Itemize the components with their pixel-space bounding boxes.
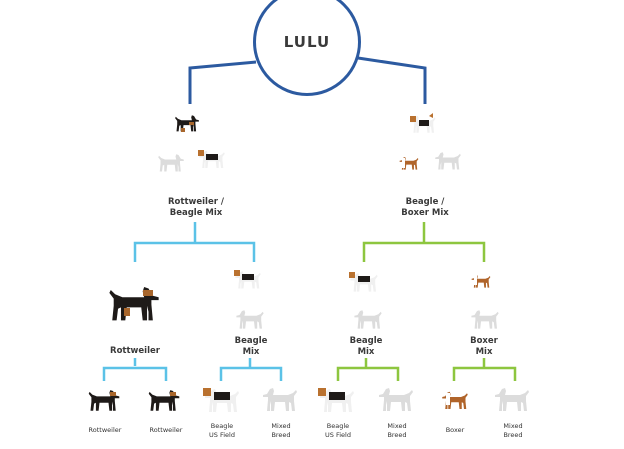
left-parent-label: Rottweiler / Beagle Mix <box>168 197 224 219</box>
placeholder-dog-icon-l3-2 <box>379 388 413 411</box>
rottweiler-icon-l3-1 <box>88 390 120 411</box>
boxer-grandparent-icon-right <box>399 156 419 170</box>
boxer-icon-l2 <box>471 274 491 288</box>
left-bracket <box>102 222 283 381</box>
boxer-mix-label: Boxer Mix <box>470 336 498 358</box>
mixed-breed-label-2: Mixed Breed <box>387 422 407 439</box>
placeholder-dog-icon-left <box>158 154 184 172</box>
root-node: LULU <box>253 0 361 96</box>
boxer-label-l3: Boxer <box>445 426 465 434</box>
placeholder-dog-icon-l3-1 <box>263 388 297 411</box>
beagle-grandparent-icon-left <box>198 150 225 168</box>
rottweiler-label-l3-1: Rottweiler <box>88 426 122 434</box>
mixed-breed-label-1: Mixed Breed <box>271 422 291 439</box>
placeholder-dog-icon-right <box>435 152 461 170</box>
beagle-icon-l2-left <box>234 270 261 289</box>
root-name: LULU <box>283 33 331 51</box>
rottweiler-label: Rottweiler <box>110 346 160 356</box>
placeholder-dog-icon-l2-right <box>354 310 382 329</box>
beagle-mix-label-right: Beagle Mix <box>349 336 383 358</box>
right-parent-label: Beagle / Boxer Mix <box>401 197 449 219</box>
rottweiler-label-l3-2: Rottweiler <box>149 426 183 434</box>
beagle-us-field-label-2: Beagle US Field <box>325 422 351 439</box>
placeholder-dog-icon-l3-3 <box>495 388 529 411</box>
placeholder-dog-icon-l2-left <box>236 310 264 329</box>
beagle-icon-l3-1 <box>203 388 239 412</box>
beagle-mix-label-left: Beagle Mix <box>234 336 268 358</box>
rottweiler-large-icon <box>109 287 159 321</box>
placeholder-dog-icon-l2-far-right <box>471 310 499 329</box>
beagle-parent-icon <box>410 113 436 133</box>
right-bracket <box>336 222 517 381</box>
beagle-icon-l3-2 <box>318 388 354 412</box>
boxer-icon-l3 <box>442 391 468 409</box>
beagle-icon-l2-right <box>349 272 378 292</box>
root-connectors <box>188 56 427 104</box>
rottweiler-icon-l3-2 <box>148 390 180 411</box>
rottweiler-parent-icon <box>175 115 199 132</box>
mixed-breed-label-3: Mixed Breed <box>503 422 523 439</box>
beagle-us-field-label-1: Beagle US Field <box>209 422 235 439</box>
